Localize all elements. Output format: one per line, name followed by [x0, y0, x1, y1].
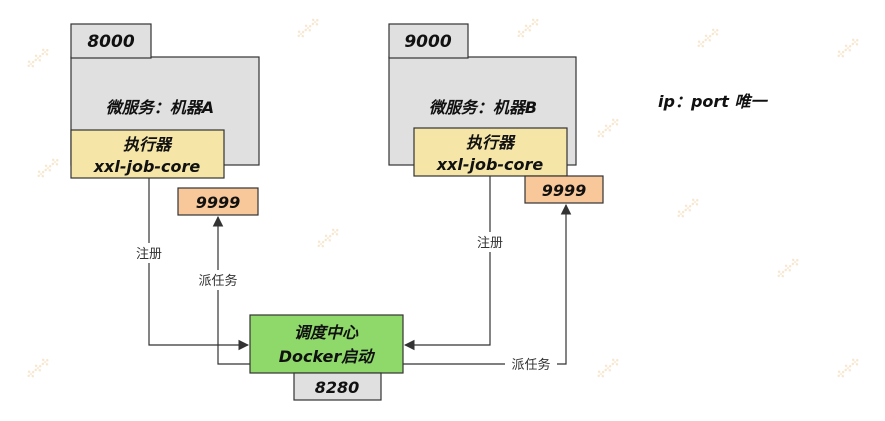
executor-b-port-box	[524, 175, 604, 204]
service-a: 8000 微服务：机器A 执行器 xxl-job-core 9999	[70, 23, 260, 216]
svg-text:✣✣✣: ✣✣✣	[24, 45, 54, 73]
service-b-port-tab	[388, 23, 469, 59]
svg-text:✣✣✣: ✣✣✣	[834, 355, 864, 383]
svg-text:✣✣✣: ✣✣✣	[774, 255, 804, 283]
executor-a-port-box	[177, 187, 259, 216]
service-a-title: 微服务：机器A	[106, 98, 214, 117]
right-dispatch-label: 派任务	[511, 357, 550, 373]
svg-text:✣✣✣: ✣✣✣	[594, 115, 624, 143]
executor-a	[70, 129, 225, 179]
scheduler-box	[249, 314, 404, 374]
scheduler-center: 调度中心 Docker启动 8280	[249, 314, 404, 401]
scheduler-runtime: Docker启动	[279, 347, 376, 366]
service-a-port: 8000	[87, 32, 134, 52]
left-register-label: 注册	[136, 247, 162, 262]
uniqueness-note: ip：port 唯一	[658, 92, 768, 111]
left-dispatch-arrow	[212, 215, 250, 365]
svg-text:✣✣✣: ✣✣✣	[834, 35, 864, 63]
executor-a-lib: xxl-job-core	[93, 157, 201, 176]
executor-b	[413, 127, 568, 177]
executor-b-port: 9999	[542, 181, 587, 200]
svg-text:✣✣✣: ✣✣✣	[514, 15, 544, 43]
executor-a-label: 执行器	[123, 135, 173, 154]
svg-text:✣✣✣: ✣✣✣	[594, 355, 624, 383]
executor-b-lib: xxl-job-core	[436, 155, 544, 174]
scheduler-title: 调度中心	[294, 323, 359, 342]
service-b-title: 微服务：机器B	[429, 98, 537, 117]
service-a-port-tab	[70, 23, 152, 59]
right-register-arrow	[403, 176, 491, 351]
service-b: 9000 微服务：机器B 执行器 xxl-job-core 9999	[388, 23, 604, 204]
svg-text:✣✣✣: ✣✣✣	[314, 225, 344, 253]
svg-text:✣✣✣: ✣✣✣	[34, 155, 64, 183]
right-register-label: 注册	[477, 236, 503, 251]
svg-text:✣✣✣: ✣✣✣	[674, 195, 704, 223]
service-b-port: 9000	[404, 32, 451, 52]
right-dispatch-arrow	[403, 203, 572, 365]
svg-text:✣✣✣: ✣✣✣	[24, 355, 54, 383]
left-dispatch-label: 派任务	[198, 273, 237, 289]
executor-b-label: 执行器	[466, 133, 516, 152]
scheduler-port: 8280	[315, 378, 360, 397]
svg-text:✣✣✣: ✣✣✣	[294, 15, 324, 43]
executor-a-port: 9999	[196, 193, 241, 212]
left-register-arrow	[148, 178, 250, 351]
scheduler-port-box	[293, 372, 382, 401]
svg-text:✣✣✣: ✣✣✣	[694, 25, 724, 53]
